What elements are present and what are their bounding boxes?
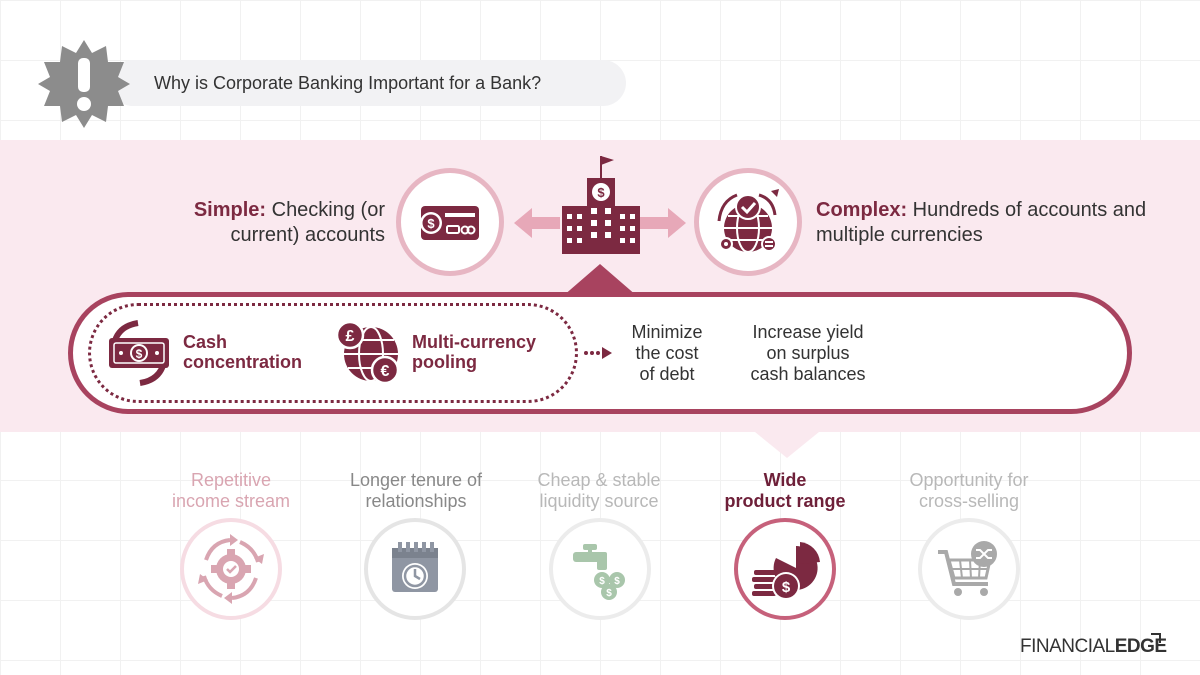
cheap-liquidity-label: Cheap & stable liquidity source xyxy=(514,470,684,512)
svg-text:$: $ xyxy=(599,576,605,587)
minimize-line3: of debt xyxy=(639,364,695,384)
dotted-arrow-icon xyxy=(584,347,612,359)
arrow-right-icon xyxy=(640,208,686,238)
yield-line1: Increase yield xyxy=(752,322,864,342)
title-pill: Why is Corporate Banking Important for a… xyxy=(110,60,626,106)
calendar-clock-icon xyxy=(392,542,438,592)
arrow-left-icon xyxy=(514,208,560,238)
multi-label-line1: Multi-currency xyxy=(412,332,537,352)
cheap-line1: Cheap & stable xyxy=(537,470,661,490)
svg-text:€: € xyxy=(381,363,390,380)
logo-corner-mark-icon xyxy=(1151,633,1161,643)
svg-text:£: £ xyxy=(346,328,355,345)
shopping-cart-icon xyxy=(938,541,997,596)
gear-cycle-icon xyxy=(198,534,264,604)
minimize-line1: Minimize xyxy=(631,322,703,342)
svg-text:$: $ xyxy=(782,579,791,596)
simple-desc: Checking (or current) accounts xyxy=(230,199,385,246)
complex-accounts-text: Complex: Hundreds of accounts and multip… xyxy=(816,198,1176,248)
wide-line2: product range xyxy=(724,491,846,511)
cross-line1: Opportunity for xyxy=(909,470,1029,490)
tenure-line2: relationships xyxy=(365,491,467,511)
pooling-group-outline xyxy=(88,303,578,403)
tenure-line1: Longer tenure of xyxy=(349,470,483,490)
minimize-line2: the cost xyxy=(635,343,699,363)
yield-line2: on surplus xyxy=(766,343,850,363)
svg-text:$: $ xyxy=(606,588,612,599)
logo-part1: FINANCIAL xyxy=(1020,636,1115,657)
pointer-triangle-up xyxy=(563,264,637,296)
credit-card-icon: $ xyxy=(420,206,479,240)
logo-part2: EDGE xyxy=(1114,636,1167,657)
currency-globe-icon: £ € xyxy=(335,320,400,385)
multi-label-line2: pooling xyxy=(412,352,477,372)
svg-text:$: $ xyxy=(136,347,143,361)
cheap-line2: liquidity source xyxy=(539,491,659,511)
wide-product-range-label: Wide product range xyxy=(700,470,870,512)
cash-note-icon: $ xyxy=(109,320,169,386)
card-circle: $ xyxy=(396,168,504,276)
pointer-triangle-down xyxy=(755,432,819,458)
repetitive-line1: Repetitive xyxy=(190,470,272,490)
simple-accounts-text: Simple: Checking (or current) accounts xyxy=(150,198,385,248)
yield-line3: cash balances xyxy=(750,364,866,384)
increase-yield-text: Increase yield on surplus cash balances xyxy=(728,322,888,385)
cross-line2: cross-selling xyxy=(918,491,1020,511)
longer-tenure-circle xyxy=(364,518,466,620)
multi-currency-pooling-label: Multi-currency pooling xyxy=(412,332,536,372)
wide-line1: Wide xyxy=(763,470,807,490)
repetitive-income-circle xyxy=(180,518,282,620)
alert-badge-icon xyxy=(38,40,130,128)
longer-tenure-label: Longer tenure of relationships xyxy=(331,470,501,512)
page-title: Why is Corporate Banking Important for a… xyxy=(154,73,542,93)
simple-bold: Simple: xyxy=(193,199,267,221)
bank-building-icon: $ xyxy=(562,156,640,254)
minimize-debt-text: Minimize the cost of debt xyxy=(618,322,716,385)
wide-product-range-circle: $ xyxy=(734,518,836,620)
svg-text:$: $ xyxy=(427,216,435,231)
complex-bold: Complex: xyxy=(816,199,908,221)
repetitive-income-label: Repetitive income stream xyxy=(146,470,316,512)
financial-edge-logo: FINANCIALEDGE xyxy=(1020,636,1167,658)
cross-selling-label: Opportunity for cross-selling xyxy=(884,470,1054,512)
globe-network-icon xyxy=(717,189,779,253)
globe-circle xyxy=(694,168,802,276)
cross-selling-circle xyxy=(918,518,1020,620)
cheap-liquidity-circle: $ $ $ xyxy=(549,518,651,620)
coins-pie-icon: $ xyxy=(752,542,820,600)
cash-label-line1: Cash xyxy=(183,332,228,352)
svg-text:$: $ xyxy=(597,185,605,200)
svg-text:$: $ xyxy=(614,576,620,587)
cash-concentration-label: Cash concentration xyxy=(183,332,302,372)
faucet-coins-icon: $ $ $ xyxy=(573,544,625,600)
complex-desc: Hundreds of accounts and multiple curren… xyxy=(816,199,1147,246)
cash-label-line2: concentration xyxy=(183,352,303,372)
repetitive-line2: income stream xyxy=(171,491,291,511)
